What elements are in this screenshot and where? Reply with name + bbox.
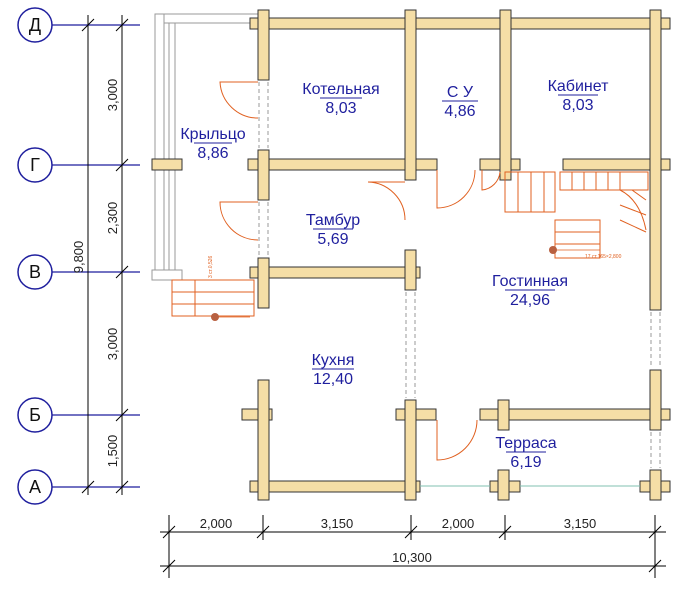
room-name-gostinnaya: Гостинная [492,273,568,290]
horizontal-dimension-lines [160,515,666,578]
wall-top [249,17,671,30]
room-kotelnaya: Котельная 8,03 [302,81,379,117]
axis-label-b: Б [29,405,41,425]
wall-b-right [479,408,671,421]
axis-label-a: А [29,477,41,497]
room-area-su: 4,86 [444,103,475,120]
wall-col1-mid [257,149,270,201]
log-walls [151,9,671,501]
room-area-gostinnaya: 24,96 [510,292,550,309]
wall-g-porch [151,158,183,171]
dim-vertical-2: 2,300 [105,202,120,235]
room-name-kabinet: Кабинет [548,78,610,95]
dim-horizontal-2: 3,150 [321,516,354,531]
stair-note-main: 17 ст.165×2,800 [585,254,622,260]
dim-vertical-3: 3,000 [105,328,120,361]
dim-vertical-4: 1,500 [105,435,120,468]
room-tambur: Тамбур 5,69 [306,212,360,248]
stair-note-porch: 3 ст.0,526 [208,255,214,278]
axis-lines [52,24,140,488]
wall-g-3 [562,158,671,171]
porch-stair-start-marker [211,313,219,321]
room-area-kotelnaya: 8,03 [325,100,356,117]
room-name-terrasa: Терраса [495,435,556,452]
room-name-tambur: Тамбур [306,212,360,229]
axis-bubble-v: В [17,254,53,290]
dim-horizontal-1: 2,000 [200,516,233,531]
wall-col4-mid [649,369,662,431]
room-area-terrasa: 6,19 [510,454,541,471]
wall-openings [258,82,661,468]
wall-col2-mid [404,249,417,291]
wall-col2-bottom [404,399,417,501]
wall-g-stub-left [247,158,259,171]
stair-start-marker [549,246,557,254]
dim-horizontal-total: 10,300 [392,550,432,565]
axis-label-g: Г [30,155,40,175]
axis-bubble-d: Д [17,7,53,43]
vertical-dimension-lines [81,15,129,495]
wall-col1-bottom [257,379,270,501]
axis-bubble-g: Г [17,147,53,183]
room-area-tambur: 5,69 [317,231,348,248]
room-area-kuhnya: 12,40 [313,371,353,388]
room-terrasa: Терраса 6,19 [495,435,556,471]
room-name-su: С У [447,84,474,101]
wall-col1-lower [257,257,270,309]
wall-col3-a [497,469,510,501]
main-staircase [504,171,649,259]
wall-col3-b [497,399,510,431]
door-swings [219,81,501,461]
wall-bottom [249,480,421,493]
wall-col1-top [257,9,270,81]
dim-vertical-total: 9,800 [71,241,86,274]
axis-bubble-b: Б [17,397,53,433]
wall-col2-top [404,9,417,181]
room-area-kabinet: 8,03 [562,97,593,114]
wall-col4-bottom [649,469,662,501]
wall-col4-top [649,9,662,311]
room-area-krylco: 8,86 [197,145,228,162]
axis-bubble-a: А [17,469,53,505]
room-kabinet: Кабинет 8,03 [548,78,610,114]
room-name-kuhnya: Кухня [312,352,355,369]
axis-label-v: В [29,262,41,282]
room-name-kotelnaya: Котельная [302,81,379,98]
room-gostinnaya: Гостинная 24,96 [492,273,568,309]
room-krylco: Крыльцо 8,86 [180,126,245,162]
porch-staircase [171,279,255,317]
dim-horizontal-4: 3,150 [564,516,597,531]
porch-frame [151,13,259,281]
room-kuhnya: Кухня 12,40 [312,352,355,388]
axis-label-d: Д [29,15,41,35]
wall-col3 [499,9,512,181]
room-name-krylco: Крыльцо [180,126,245,143]
room-su: С У 4,86 [442,84,478,120]
dim-vertical-1: 3,000 [105,79,120,112]
wall-b-left [241,408,273,421]
dim-horizontal-3: 2,000 [442,516,475,531]
wall-v [249,266,421,279]
